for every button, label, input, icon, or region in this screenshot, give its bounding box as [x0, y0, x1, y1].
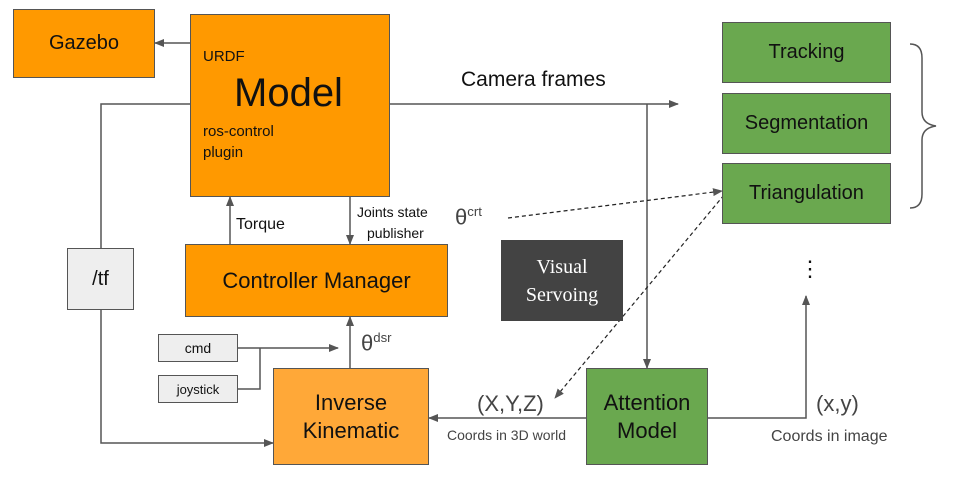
- joints-state-line1: Joints state: [357, 204, 428, 220]
- segmentation-node: Segmentation: [722, 93, 891, 154]
- controller-manager-label: Controller Manager: [222, 267, 411, 293]
- camera-frames-label: Camera frames: [461, 68, 606, 91]
- joystick-node: joystick: [158, 375, 238, 403]
- coords-image-label: Coords in image: [771, 428, 888, 445]
- edge-theta-crt-to-triangulation: [507, 188, 723, 219]
- tf-label: /tf: [92, 267, 109, 290]
- edge-attention-to-image-coords: [708, 295, 810, 419]
- visual-servoing-line1: Visual: [536, 255, 588, 278]
- edge-triangulation-to-ik: [554, 194, 725, 399]
- plugin-line1: ros-control: [203, 123, 274, 140]
- joints-state-line2: publisher: [367, 225, 424, 241]
- theta-crt-label: θcrt: [455, 204, 482, 230]
- edge-joystick-to-ik: [238, 348, 261, 390]
- edge-tf-to-inverse-kinematic: [100, 310, 274, 447]
- tracking-label: Tracking: [768, 41, 845, 63]
- cmd-label: cmd: [184, 340, 212, 356]
- coords-3d-label: Coords in 3D world: [447, 427, 567, 443]
- visual-servoing-node: Visual Servoing: [501, 240, 623, 321]
- joystick-label: joystick: [176, 381, 220, 397]
- attention-model-node: Attention Model: [586, 368, 708, 465]
- theta-dsr-sup: dsr: [373, 330, 392, 345]
- triangulation-label: Triangulation: [749, 182, 864, 204]
- inverse-kinematic-line1: Inverse: [314, 389, 388, 415]
- model-title: Model: [234, 71, 343, 115]
- xyz-label: (X,Y,Z): [477, 391, 544, 416]
- torque-label: Torque: [236, 216, 285, 233]
- attention-model-line1: Attention: [603, 389, 691, 415]
- theta-crt-base: θ: [455, 204, 468, 230]
- gazebo-label: Gazebo: [48, 32, 120, 54]
- attention-model-line2: Model: [617, 417, 677, 443]
- tracking-node: Tracking: [722, 22, 891, 83]
- xy-label: (x,y): [816, 391, 859, 416]
- more-ellipsis: ⋮: [799, 256, 821, 281]
- inverse-kinematic-line2: Kinematic: [302, 417, 400, 443]
- urdf-label: URDF: [203, 48, 245, 65]
- plugin-line2: plugin: [203, 144, 244, 161]
- gazebo-node: Gazebo: [13, 9, 155, 78]
- cmd-node: cmd: [158, 334, 238, 362]
- tf-node: /tf: [67, 248, 134, 310]
- controller-manager-node: Controller Manager: [185, 244, 448, 317]
- triangulation-node: Triangulation: [722, 163, 891, 224]
- inverse-kinematic-node: Inverse Kinematic: [273, 368, 429, 465]
- model-node: URDF Model ros-control plugin: [190, 14, 390, 197]
- theta-dsr-label: θdsr: [361, 330, 392, 356]
- theta-dsr-base: θ: [361, 330, 374, 356]
- brace-right: [909, 43, 937, 209]
- edge-model-to-tf: [100, 103, 190, 248]
- theta-crt-sup: crt: [467, 204, 482, 219]
- visual-servoing-line2: Servoing: [525, 283, 599, 306]
- segmentation-label: Segmentation: [744, 112, 869, 134]
